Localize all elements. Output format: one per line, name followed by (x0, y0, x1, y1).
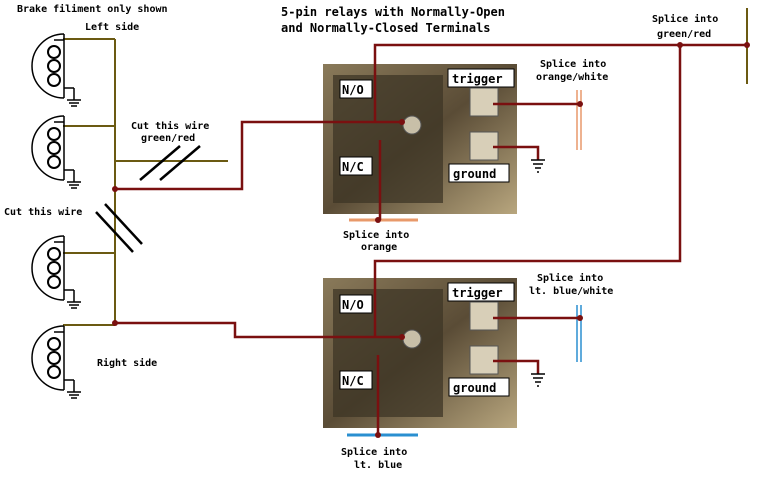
relay-bottom: N/O N/C trigger ground (323, 278, 517, 428)
relay-bottom-nc-label: N/C (342, 374, 364, 388)
new-wiring (115, 43, 747, 435)
cut-marks (95, 145, 201, 253)
cut-green-red-label-2: green/red (141, 133, 195, 144)
bulb-icon (31, 325, 81, 399)
brake-bulbs (31, 33, 81, 399)
title-line-1: 5-pin relays with Normally-Open (281, 5, 505, 19)
cut-this-wire-label: Cut this wire (4, 206, 82, 218)
splice-blue-white-label-1: Splice into (537, 272, 603, 284)
relay-bottom-trigger-label: trigger (452, 286, 503, 300)
ground-icon (531, 159, 545, 173)
trigger-terminal (469, 301, 499, 331)
splice-orange-white-label-2: orange/white (536, 71, 608, 83)
splice-green-red-label-1: Splice into (652, 13, 718, 25)
junction-dots (112, 42, 750, 438)
original-wiring (63, 38, 228, 326)
splice-green-red-label-2: green/red (657, 29, 711, 40)
splice-orange-label-2: orange (361, 242, 397, 253)
left-side-label: Left side (85, 21, 139, 33)
relay-top-ground-label: ground (453, 167, 496, 181)
trigger-terminal (469, 87, 499, 117)
splice-blue-white (576, 305, 582, 362)
splice-blue-white-label-2: lt. blue/white (529, 285, 613, 297)
splice-orange-white-label-1: Splice into (540, 58, 606, 70)
relay-top: N/O N/C trigger ground (323, 64, 517, 214)
relay-bottom-ground-label: ground (453, 381, 496, 395)
right-side-label: Right side (97, 357, 157, 369)
ground-icon (531, 373, 545, 387)
relay-screw (402, 329, 422, 349)
brake-note: Brake filiment only shown (17, 3, 168, 15)
bulb-icon (31, 235, 81, 309)
relay-screw (402, 115, 422, 135)
bulb-icon (31, 115, 81, 189)
splice-blue-label-2: lt. blue (354, 460, 402, 471)
splice-orange-white (576, 90, 582, 150)
title-line-2: and Normally-Closed Terminals (281, 21, 491, 35)
splice-blue-label-1: Splice into (341, 446, 407, 458)
cut-green-red-label-1: Cut this wire (131, 120, 209, 132)
relay-bottom-no-label: N/O (342, 298, 364, 312)
relay-top-no-label: N/O (342, 83, 364, 97)
relay-top-nc-label: N/C (342, 160, 364, 174)
bulb-icon (31, 33, 81, 107)
splice-orange-label-1: Splice into (343, 229, 409, 241)
relay-top-trigger-label: trigger (452, 72, 503, 86)
